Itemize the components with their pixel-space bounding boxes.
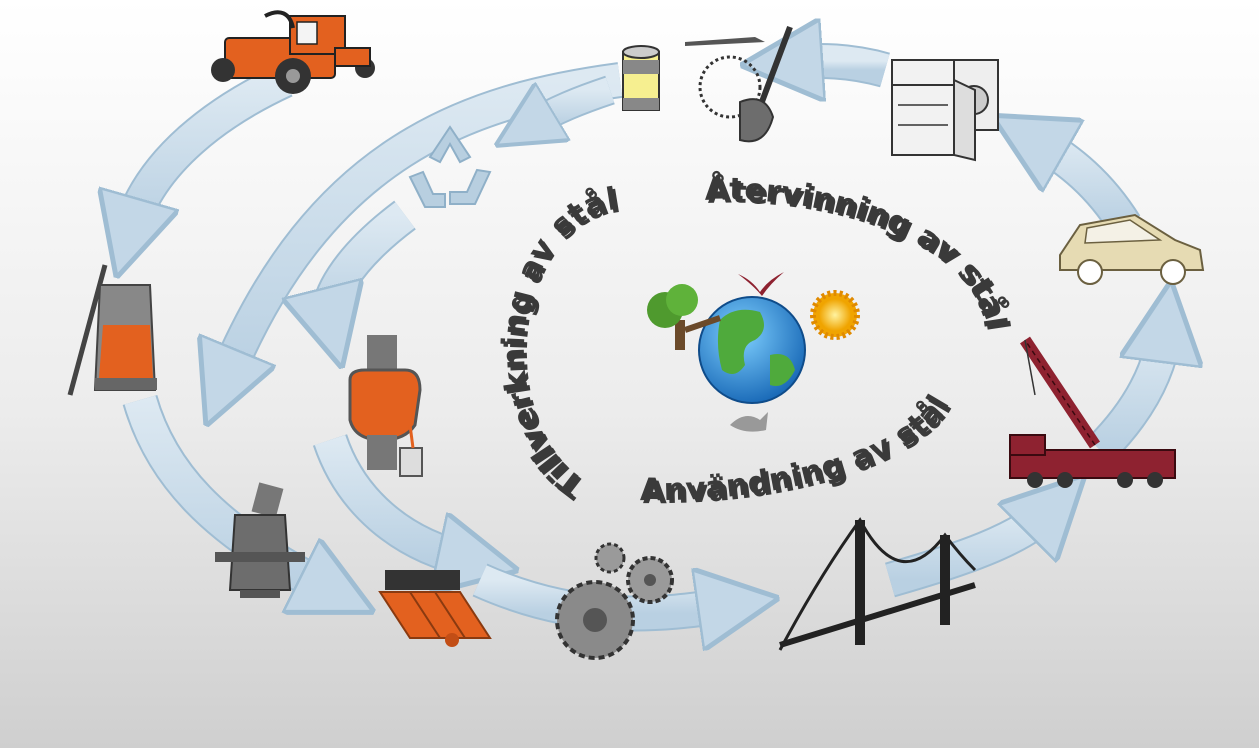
continents bbox=[717, 309, 795, 386]
refrigerator-washer-icon bbox=[891, 59, 999, 162]
bottom-flow-arrows bbox=[472, 510, 1050, 614]
steel-slabs-icon bbox=[378, 570, 492, 647]
ladle-furnace-icon bbox=[348, 335, 423, 477]
right-loop-arrows bbox=[1035, 140, 1165, 463]
tin-can-icon bbox=[622, 45, 660, 111]
center-earth-scene bbox=[647, 272, 860, 432]
cycle-arrows bbox=[130, 61, 1165, 614]
usage-label: Användning av stål bbox=[640, 389, 957, 508]
tractor-icon bbox=[211, 10, 375, 94]
sun-icon bbox=[810, 290, 860, 340]
converter-icon bbox=[215, 482, 305, 598]
blast-furnace-icon bbox=[67, 264, 157, 396]
bird-icon bbox=[738, 272, 784, 296]
top-flow-arrows bbox=[530, 61, 890, 125]
gears-icon bbox=[555, 542, 674, 660]
car-icon bbox=[1059, 213, 1205, 285]
fish-icon bbox=[730, 412, 768, 432]
tools-icon bbox=[685, 25, 793, 143]
bridge-icon bbox=[778, 517, 977, 651]
crane-truck-icon bbox=[1009, 336, 1176, 488]
production-label: Tillverkning av stål bbox=[496, 181, 620, 503]
recycle-icon bbox=[408, 125, 492, 208]
tree-icon bbox=[647, 284, 721, 350]
